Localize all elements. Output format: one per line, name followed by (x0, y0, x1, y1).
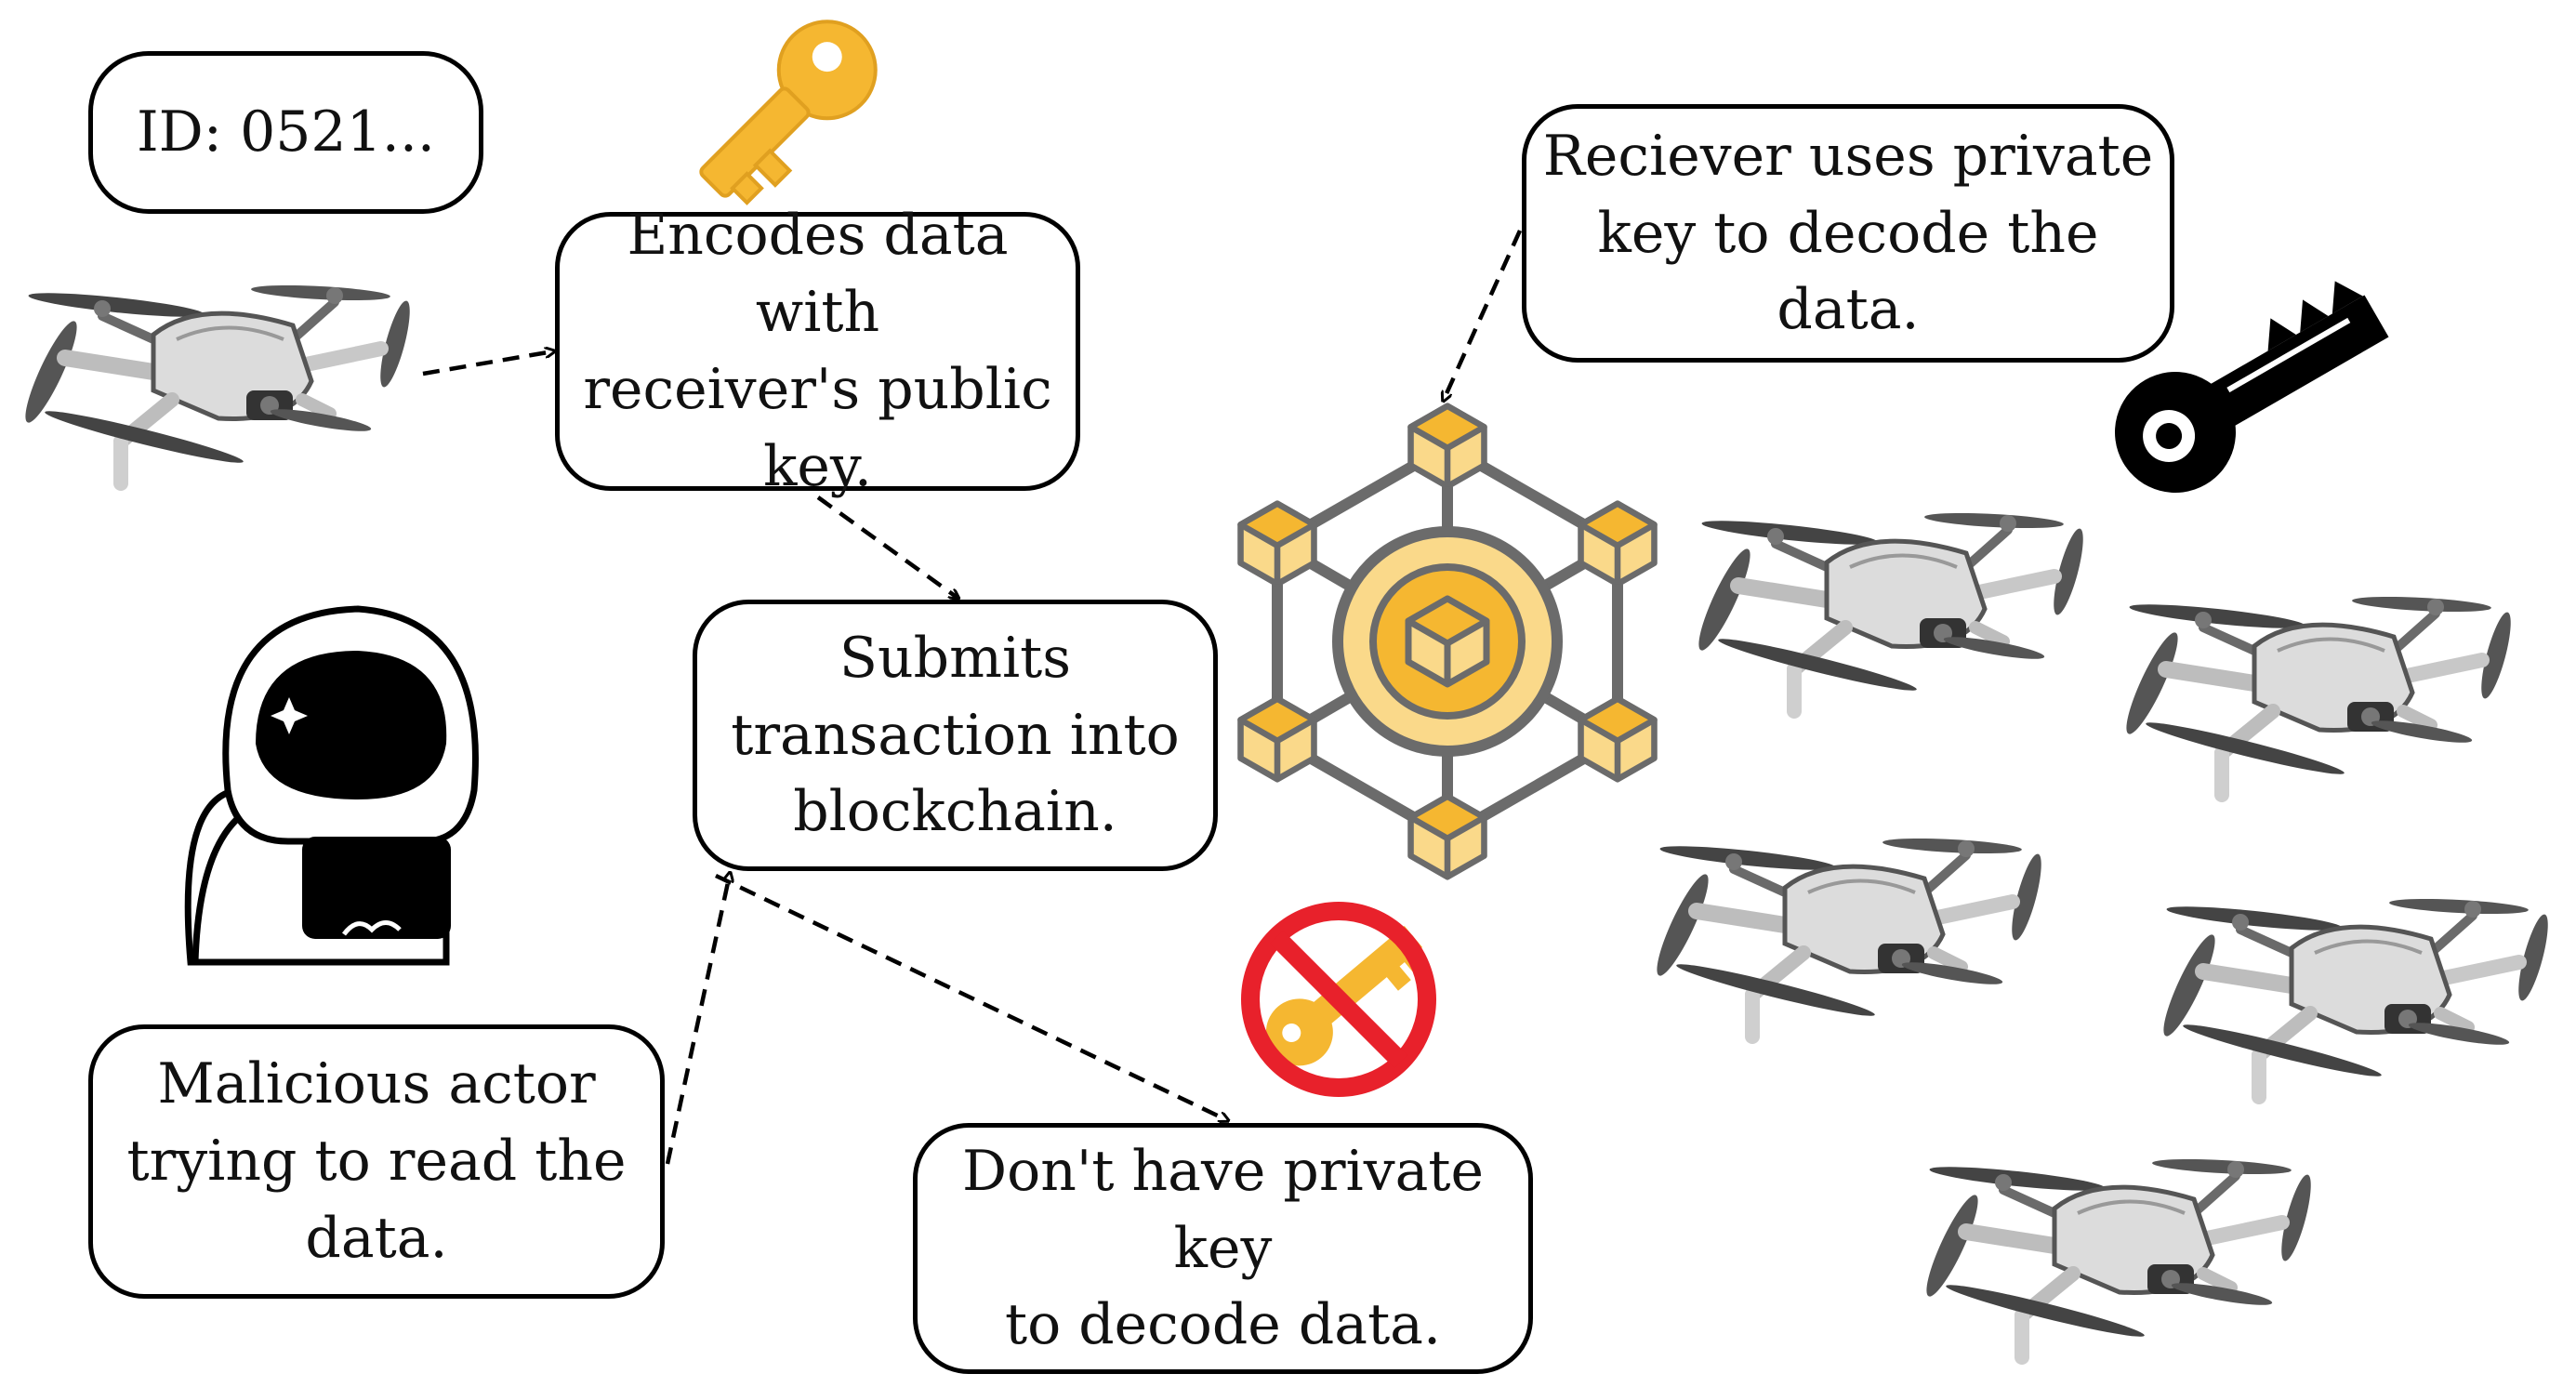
encode-step-box: Encodes data with receiver's public key. (555, 203, 1080, 499)
arrow-malicious-to-submit (665, 874, 730, 1165)
drone-icon (2156, 896, 2554, 1097)
drone-icon (2119, 594, 2517, 795)
drone-icon (1649, 836, 2047, 1037)
no-key-box: Don't have private key to decode data. (913, 1123, 1533, 1374)
drone-icon (1691, 510, 2089, 711)
drone-swarm (1649, 510, 2554, 1357)
arrow-drone-to-encode (422, 351, 553, 376)
gold-key-icon (699, 20, 878, 205)
receiver-step-text: Reciever uses private key to decode the … (1542, 123, 2154, 343)
sender-drone-icon (18, 283, 416, 483)
drone-icon (1919, 1156, 2317, 1357)
arrows (422, 230, 1523, 1165)
drone-id-text: ID: 0521... (136, 99, 435, 165)
submit-step-text: Submits transaction into blockchain. (731, 625, 1180, 845)
blockchain-network-icon (1241, 406, 1655, 877)
encode-step-text: Encodes data with receiver's public key. (583, 203, 1052, 499)
submit-step-box: Submits transaction into blockchain. (693, 600, 1218, 871)
drone-id-label: ID: 0521... (88, 51, 483, 214)
no-key-text: Don't have private key to decode data. (961, 1138, 1484, 1358)
malicious-actor-box: Malicious actor trying to read the data. (88, 1024, 665, 1299)
malicious-actor-text: Malicious actor trying to read the data. (126, 1051, 627, 1271)
arrow-encode-to-submit (816, 495, 958, 598)
no-key-icon (1241, 902, 1436, 1097)
arrow-submit-to-nokey (715, 873, 1227, 1120)
receiver-step-box: Reciever uses private key to decode the … (1522, 104, 2174, 363)
black-key-icon (2115, 281, 2389, 493)
hacker-icon (184, 605, 479, 966)
arrow-receiver-to-blockchain (1444, 230, 1523, 400)
